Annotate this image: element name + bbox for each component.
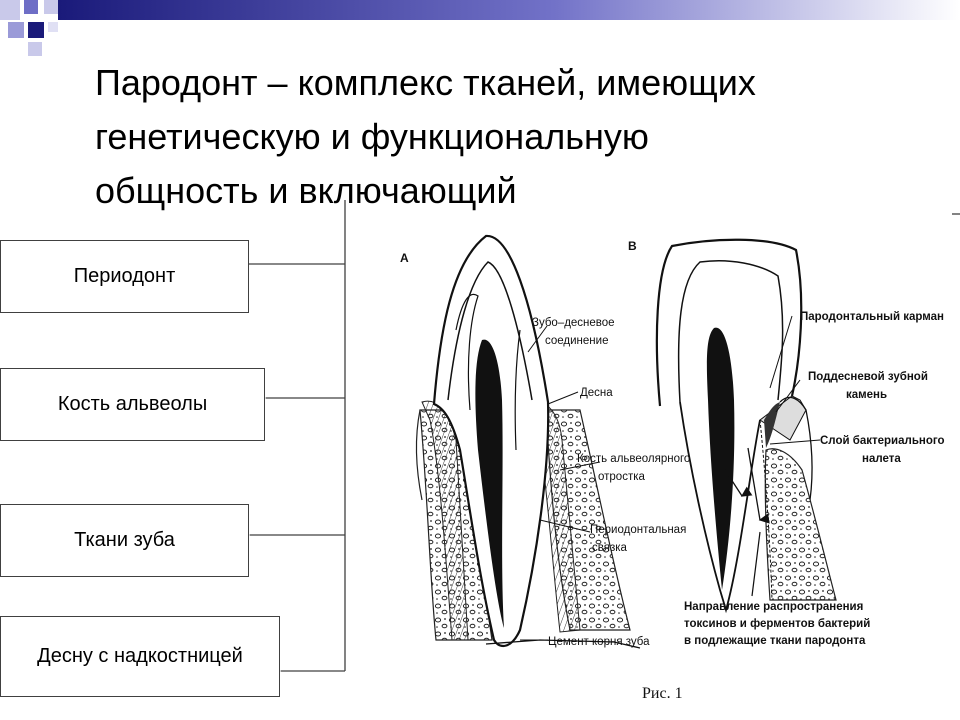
component-label-alveolar-bone: Кость альвеолы	[57, 393, 208, 415]
component-box-gum-periosteum: Десну с надкостницей	[0, 616, 280, 697]
label-direction-line-1: Направление распространения	[684, 601, 863, 613]
label-junction-line-2: соединение	[545, 335, 608, 347]
title-line-3: общность и включающий	[95, 170, 517, 211]
title-line-1: Пародонт – комплекс тканей, имеющих	[95, 62, 756, 103]
label-calculus-line-1: Поддесневой зубной	[808, 371, 928, 383]
label-plaque-line-2: налета	[862, 453, 901, 465]
label-junction-line-1: Зубо–десневое	[532, 317, 615, 329]
crown-outline-b	[655, 238, 803, 407]
label-bone-line-1: Кость альвеолярного	[577, 453, 690, 465]
label-direction-line-2: токсинов и ферментов бактерий	[684, 618, 870, 630]
pulp-a	[475, 339, 504, 628]
toxin-arrow-2	[747, 447, 770, 524]
panel-a-letter: A	[400, 251, 409, 265]
label-pocket: Пародонтальный карман	[800, 311, 944, 323]
label-ligament-line-2: связка	[592, 542, 628, 554]
label-gum: Десна	[580, 387, 613, 399]
label-direction-line-3: в подлежащие ткани пародонта	[684, 635, 866, 647]
component-box-alveolar-bone: Кость альвеолы	[0, 368, 265, 441]
bone-b	[764, 448, 837, 601]
tooth-anatomy-figure: A Зубо–десневое соединение Десна Кость а…	[400, 234, 945, 702]
toxin-arrow-1	[711, 449, 753, 497]
slide-title: Пародонт – комплекс тканей, имеющих гене…	[95, 56, 915, 218]
panel-b-letter: B	[628, 239, 637, 253]
figure-caption: Рис. 1	[642, 685, 683, 702]
component-box-tooth-tissues: Ткани зуба	[0, 504, 249, 577]
component-label-tooth-tissues: Ткани зуба	[74, 529, 175, 551]
label-cement: Цемент корня зуба	[548, 636, 650, 648]
label-calculus-line-2: камень	[846, 389, 887, 401]
panel-b-drawing: B	[628, 238, 837, 614]
calculus-b	[764, 402, 780, 448]
pulp-b	[706, 327, 735, 590]
panel-a-drawing: A	[400, 234, 641, 649]
label-plaque-line-1: Слой бактериального	[820, 435, 945, 447]
component-box-periodont: Периодонт	[0, 240, 249, 313]
title-line-2: генетическую и функциональную	[95, 116, 649, 157]
label-bone-line-2: отростка	[598, 471, 646, 483]
label-ligament-line-1: Периодонтальная	[590, 524, 686, 536]
component-label-periodont: Периодонт	[73, 265, 176, 287]
slide-header-decoration	[0, 0, 960, 56]
component-label-gum-periosteum: Десну с надкостницей	[37, 645, 243, 667]
